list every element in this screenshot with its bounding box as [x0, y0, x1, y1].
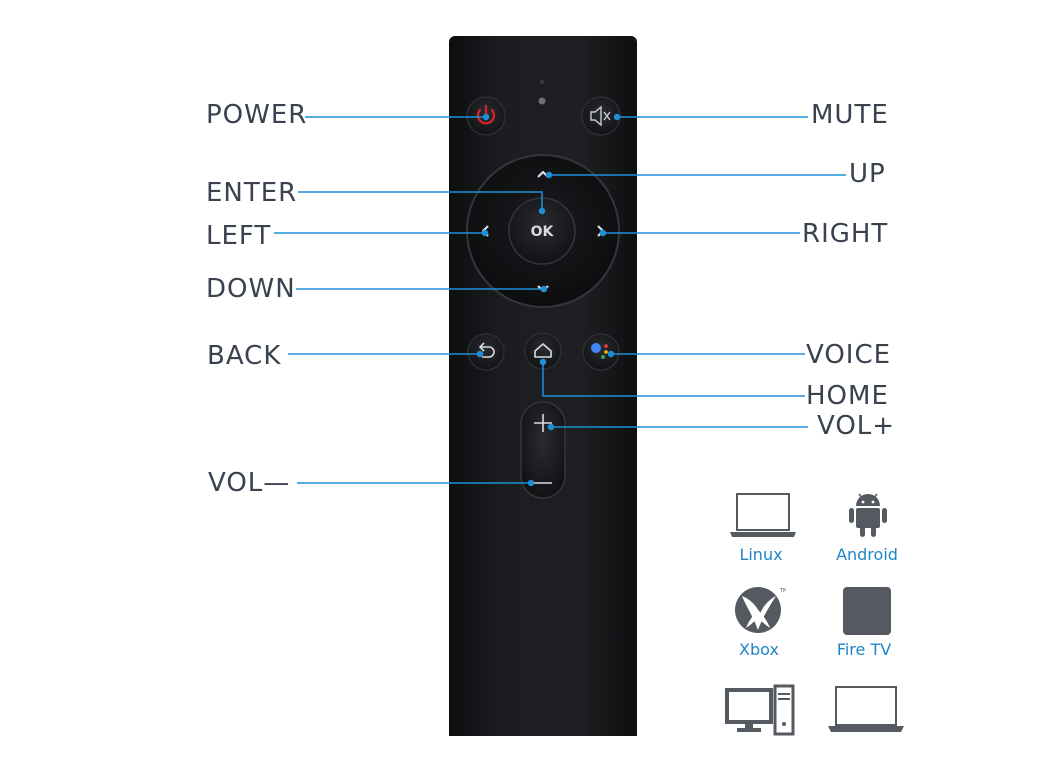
label-mute: MUTE [811, 100, 889, 130]
xbox-icon: TM [735, 587, 786, 633]
label-right: RIGHT [802, 219, 889, 249]
label-up: UP [849, 159, 886, 189]
label-power: POWER [206, 100, 308, 130]
laptop-icon [828, 686, 904, 732]
label-down: DOWN [206, 274, 296, 304]
platform-fire-tv: Fire TV [836, 640, 892, 659]
android-icon [849, 493, 887, 537]
desktop-pc-icon [725, 684, 795, 736]
label-home: HOME [806, 381, 889, 411]
label-vol-minus: VOL— [208, 468, 291, 498]
svg-text:TM: TM [779, 588, 786, 594]
label-vol-plus: VOL+ [817, 411, 896, 441]
label-enter: ENTER [206, 178, 298, 208]
platform-linux: Linux [739, 545, 783, 564]
platform-android: Android [836, 545, 898, 564]
platform-xbox: Xbox [739, 640, 779, 659]
laptop-icon [730, 493, 796, 537]
fire-tv-icon [843, 587, 891, 635]
remote-control [449, 36, 637, 736]
label-voice: VOICE [806, 340, 892, 370]
label-back: BACK [207, 341, 282, 371]
label-left: LEFT [206, 221, 272, 251]
